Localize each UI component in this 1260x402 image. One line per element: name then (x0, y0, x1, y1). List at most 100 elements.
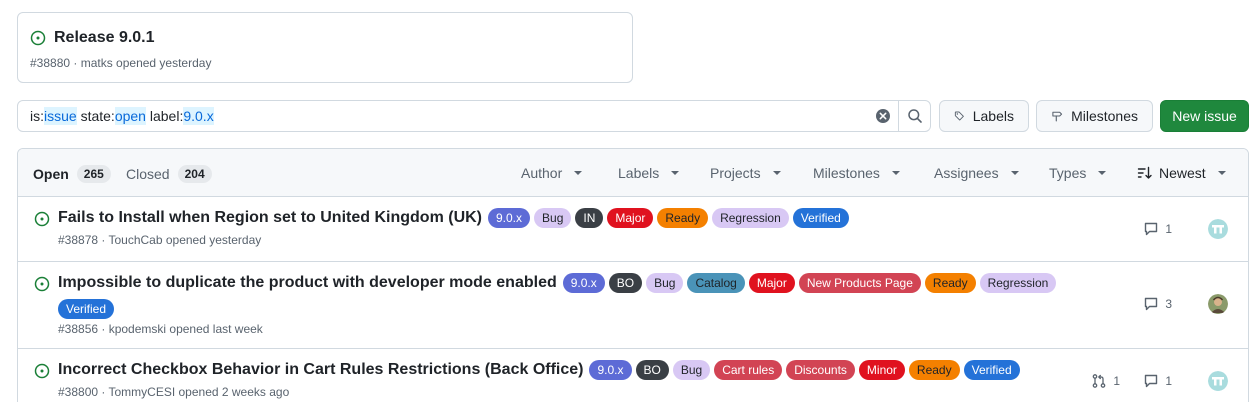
issue-open-icon (34, 276, 50, 292)
tab-open[interactable]: Open 265 (33, 165, 111, 183)
issue-row[interactable]: Incorrect Checkbox Behavior in Cart Rule… (18, 349, 1248, 402)
issue-label[interactable]: Catalog (687, 273, 745, 293)
search-token-highlight: 9.0.x (183, 107, 214, 125)
issue-row[interactable]: Fails to Install when Region set to Unit… (18, 197, 1248, 262)
pinned-issue-title[interactable]: Release 9.0.1 (54, 29, 155, 46)
clear-icon (876, 109, 890, 123)
issue-label[interactable]: Discounts (786, 360, 855, 380)
search-input[interactable]: is:issue state:open label:9.0.x (18, 107, 868, 125)
issue-content: Impossible to duplicate the product with… (58, 271, 1068, 336)
sort-dropdown[interactable]: Newest (1137, 165, 1226, 181)
issue-content: Incorrect Checkbox Behavior in Cart Rule… (58, 358, 1068, 399)
issue-search-bar[interactable]: is:issue state:open label:9.0.x (17, 100, 931, 132)
chevron-down-icon (1010, 171, 1019, 175)
issue-label[interactable]: Bug (672, 360, 711, 380)
search-button[interactable] (898, 101, 930, 131)
comment-icon (1145, 374, 1158, 388)
issue-title[interactable]: Incorrect Checkbox Behavior in Cart Rule… (58, 361, 584, 378)
filter-projects-label: Projects (710, 165, 761, 181)
filter-labels[interactable]: Labels (618, 165, 680, 181)
issue-label[interactable]: BO (608, 273, 643, 293)
issue-headline: Impossible to duplicate the product with… (58, 271, 1068, 319)
issue-title[interactable]: Impossible to duplicate the product with… (58, 274, 557, 291)
issue-label[interactable]: New Products Page (798, 273, 921, 293)
chevron-down-icon (574, 171, 583, 175)
issue-label[interactable]: Cart rules (714, 360, 783, 380)
avatar[interactable] (1208, 371, 1228, 391)
issue-list-header: Open 265 Closed 204 Author Labels Projec… (18, 149, 1248, 197)
issue-open-icon (30, 30, 46, 46)
avatar[interactable] (1208, 219, 1228, 239)
filter-labels-label: Labels (618, 165, 660, 181)
search-token: is: (30, 108, 44, 124)
new-issue-button[interactable]: New issue (1160, 100, 1249, 132)
filter-types[interactable]: Types (1049, 165, 1107, 181)
linked-pr-count-value: 1 (1113, 374, 1120, 388)
issue-label[interactable]: 9.0.x (488, 208, 531, 228)
issue-label[interactable]: Ready (924, 273, 976, 293)
filter-projects[interactable]: Projects (710, 165, 781, 181)
filter-author[interactable]: Author (521, 165, 583, 181)
avatar-photo (1208, 294, 1228, 314)
issue-row[interactable]: Impossible to duplicate the product with… (18, 262, 1248, 349)
avatar-identicon (1208, 371, 1228, 391)
clear-search-button[interactable] (868, 101, 898, 131)
issue-title[interactable]: Fails to Install when Region set to Unit… (58, 209, 482, 226)
comment-icon (1145, 222, 1158, 236)
issue-label[interactable]: Ready (908, 360, 960, 380)
issue-label[interactable]: Verified (58, 299, 115, 319)
search-token: label: (145, 108, 184, 124)
issue-label[interactable]: Major (748, 273, 795, 293)
comments-count[interactable]: 3 (1143, 296, 1172, 312)
issue-label[interactable]: Minor (858, 360, 905, 380)
filter-author-label: Author (521, 165, 563, 181)
search-icon (907, 109, 922, 123)
milestones-button[interactable]: Milestones (1036, 100, 1153, 132)
issue-label[interactable]: Verified (963, 360, 1020, 380)
chevron-down-icon (1098, 171, 1107, 175)
labels-button[interactable]: Labels (939, 100, 1029, 132)
sort-icon (1137, 166, 1152, 179)
issue-headline: Fails to Install when Region set to Unit… (58, 206, 1068, 230)
tab-closed[interactable]: Closed 204 (126, 165, 212, 183)
issue-status (34, 211, 50, 230)
pull-request-icon (1092, 374, 1106, 388)
issue-open-icon (34, 363, 50, 379)
issue-content: Fails to Install when Region set to Unit… (58, 206, 1068, 247)
milestone-icon (1052, 111, 1063, 122)
filter-types-label: Types (1049, 165, 1087, 181)
search-token: state: (76, 108, 115, 124)
issue-label[interactable]: Regression (979, 273, 1057, 293)
pinned-title-row: Release 9.0.1 (30, 29, 155, 47)
labels-button-label: Labels (972, 108, 1014, 124)
issue-label[interactable]: IN (575, 208, 604, 228)
filter-milestones[interactable]: Milestones (813, 165, 900, 181)
pinned-issue-card[interactable]: Release 9.0.1 #38880 · matks opened yest… (17, 12, 633, 83)
issue-label[interactable]: Ready (657, 208, 709, 228)
chevron-down-icon (772, 171, 781, 175)
comment-icon (1145, 297, 1158, 311)
filter-assignees[interactable]: Assignees (934, 165, 1019, 181)
comments-count[interactable]: 1 (1143, 373, 1172, 389)
filter-milestones-label: Milestones (813, 165, 880, 181)
chevron-down-icon (891, 171, 900, 175)
issue-label[interactable]: Major (607, 208, 654, 228)
linked-pr-count[interactable]: 1 (1091, 373, 1120, 389)
issue-label[interactable]: Bug (534, 208, 572, 228)
sort-label: Newest (1159, 165, 1206, 181)
avatar[interactable] (1208, 294, 1228, 314)
comments-count[interactable]: 1 (1143, 221, 1172, 237)
milestones-button-label: Milestones (1071, 108, 1138, 124)
tab-closed-label: Closed (126, 166, 170, 182)
issue-label[interactable]: Regression (712, 208, 789, 228)
issue-status (34, 363, 50, 382)
issue-label[interactable]: BO (635, 360, 669, 380)
tag-icon (954, 111, 964, 121)
issue-label[interactable]: Bug (646, 273, 684, 293)
issue-label[interactable]: 9.0.x (562, 273, 605, 293)
issue-status (34, 276, 50, 295)
pinned-issue-meta: #38880 · matks opened yesterday (30, 56, 212, 70)
issue-label[interactable]: Verified (792, 208, 849, 228)
chevron-down-icon (671, 171, 680, 175)
issue-label[interactable]: 9.0.x (589, 360, 632, 380)
